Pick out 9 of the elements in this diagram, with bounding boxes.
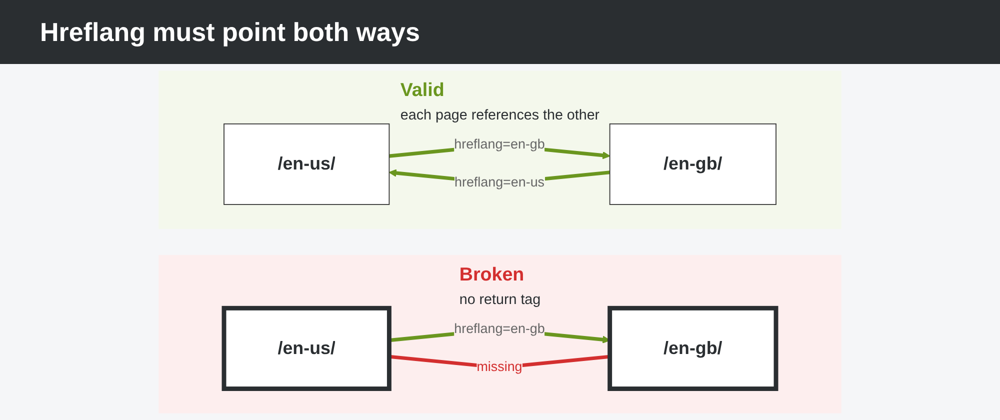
edge-label: hreflang=en-gb	[454, 321, 545, 336]
edge-label: hreflang=en-gb	[454, 136, 545, 152]
edge-label: missing	[476, 359, 522, 374]
node-box: /en-us/	[222, 306, 392, 391]
node-box: /en-gb/	[609, 123, 776, 205]
node-box: /en-us/	[224, 123, 390, 205]
title-bar: Hreflang must point both ways	[0, 0, 1000, 64]
edge-label: hreflang=en-us	[454, 174, 545, 190]
node-box: /en-gb/	[608, 306, 778, 391]
